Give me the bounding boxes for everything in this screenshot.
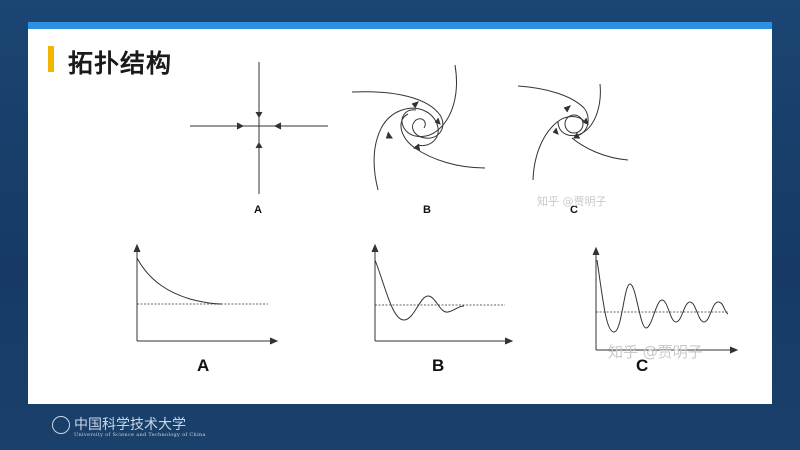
- spiral-arrow: [434, 117, 441, 125]
- phase-portrait-label: B: [423, 204, 431, 216]
- spiral-arrow: [573, 132, 580, 139]
- phase-portrait-label: C: [570, 204, 578, 216]
- response-curve: [136, 257, 223, 305]
- axis-arrow: [133, 243, 141, 253]
- spiral-arrow: [582, 117, 589, 125]
- time-response-b: [371, 243, 514, 345]
- saddle-arrow: [255, 142, 263, 149]
- time-response-label: A: [197, 356, 210, 375]
- spiral-trajectory: [351, 91, 444, 139]
- limit-cycle: [564, 114, 584, 134]
- axis-arrow: [504, 337, 514, 345]
- axis-arrow: [371, 243, 379, 253]
- university-name-en: University of Science and Technology of …: [74, 432, 206, 438]
- phase-portrait-b: [351, 64, 486, 191]
- axis-arrow: [592, 246, 600, 256]
- saddle-arrow: [273, 122, 282, 130]
- university-seal-icon: [52, 416, 70, 434]
- axis-arrow: [269, 337, 279, 345]
- spiral-trajectory: [557, 83, 601, 137]
- spiral-arrow: [552, 127, 559, 135]
- slide-title: 拓扑结构: [68, 49, 173, 78]
- phase-portrait-c: [517, 83, 629, 181]
- time-response-c: [592, 246, 739, 354]
- spiral-trajectory: [517, 85, 589, 137]
- saddle-arrow: [236, 122, 245, 130]
- top-accent-band: [28, 22, 772, 29]
- saddle-arrow: [255, 111, 263, 118]
- spiral-trajectory: [532, 116, 587, 181]
- spiral-arrow: [412, 143, 421, 151]
- spiral-arrow: [563, 105, 571, 113]
- time-response-label: B: [432, 356, 445, 375]
- response-curve: [374, 259, 465, 321]
- response-curve: [596, 259, 729, 333]
- spiral-trajectory: [571, 137, 629, 161]
- spiral-trajectory: [373, 107, 439, 191]
- title-accent-bar: [48, 46, 54, 72]
- time-response-label: C: [636, 356, 649, 375]
- spiral-arrow: [411, 101, 419, 109]
- phase-portrait-a: [190, 62, 328, 194]
- watermark-text: 知乎 @贾明子: [537, 195, 607, 208]
- spiral-trajectory: [401, 64, 457, 137]
- watermark-text: 知乎 @贾明子: [608, 343, 703, 361]
- axis-arrow: [729, 346, 739, 354]
- spiral-arrow: [386, 131, 393, 139]
- time-response-a: [133, 243, 279, 345]
- phase-portrait-label: A: [254, 204, 262, 216]
- university-name-cn: 中国科学技术大学: [74, 417, 186, 433]
